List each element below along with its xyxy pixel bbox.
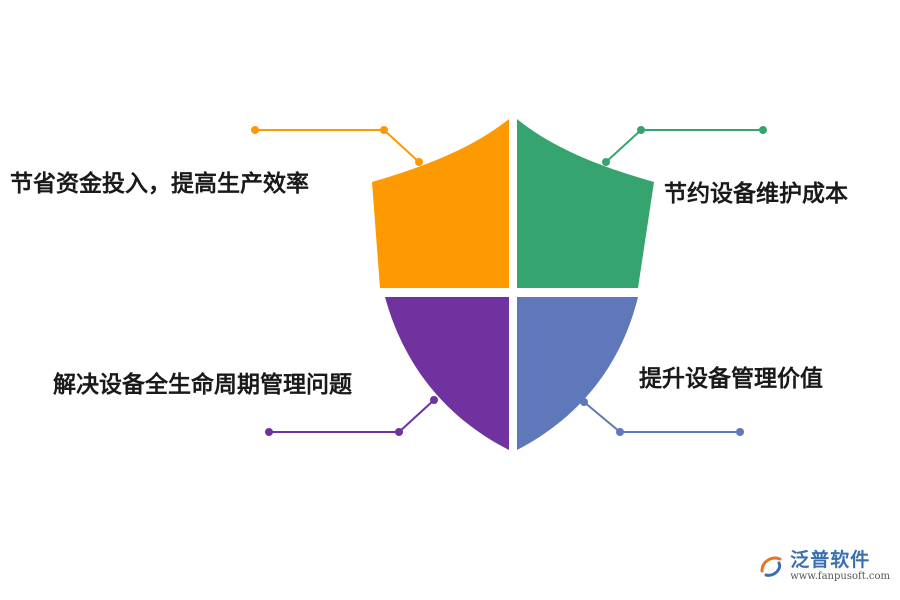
label-top-left: 节省资金投入，提高生产效率 — [10, 171, 309, 197]
label-top-right: 节约设备维护成本 — [664, 181, 848, 207]
connector-bottom-right — [580, 398, 744, 436]
shield-quadrant-bottom-right — [517, 297, 638, 450]
connector-top-right — [602, 126, 767, 166]
connector-top-left — [251, 126, 423, 166]
brand-watermark: 泛普软件 www.fanpusoft.com — [758, 550, 890, 582]
shield-quadrant-top-right — [517, 119, 654, 288]
label-bottom-left: 解决设备全生命周期管理问题 — [53, 372, 352, 398]
shield-quadrant-bottom-left — [385, 297, 509, 450]
label-bottom-right: 提升设备管理价值 — [639, 366, 823, 392]
brand-url: www.fanpusoft.com — [790, 571, 890, 582]
shield-quadrant-top-left — [372, 119, 509, 288]
connector-bottom-left — [265, 396, 438, 436]
brand-logo-icon — [760, 556, 782, 577]
brand-name: 泛普软件 — [790, 549, 871, 572]
